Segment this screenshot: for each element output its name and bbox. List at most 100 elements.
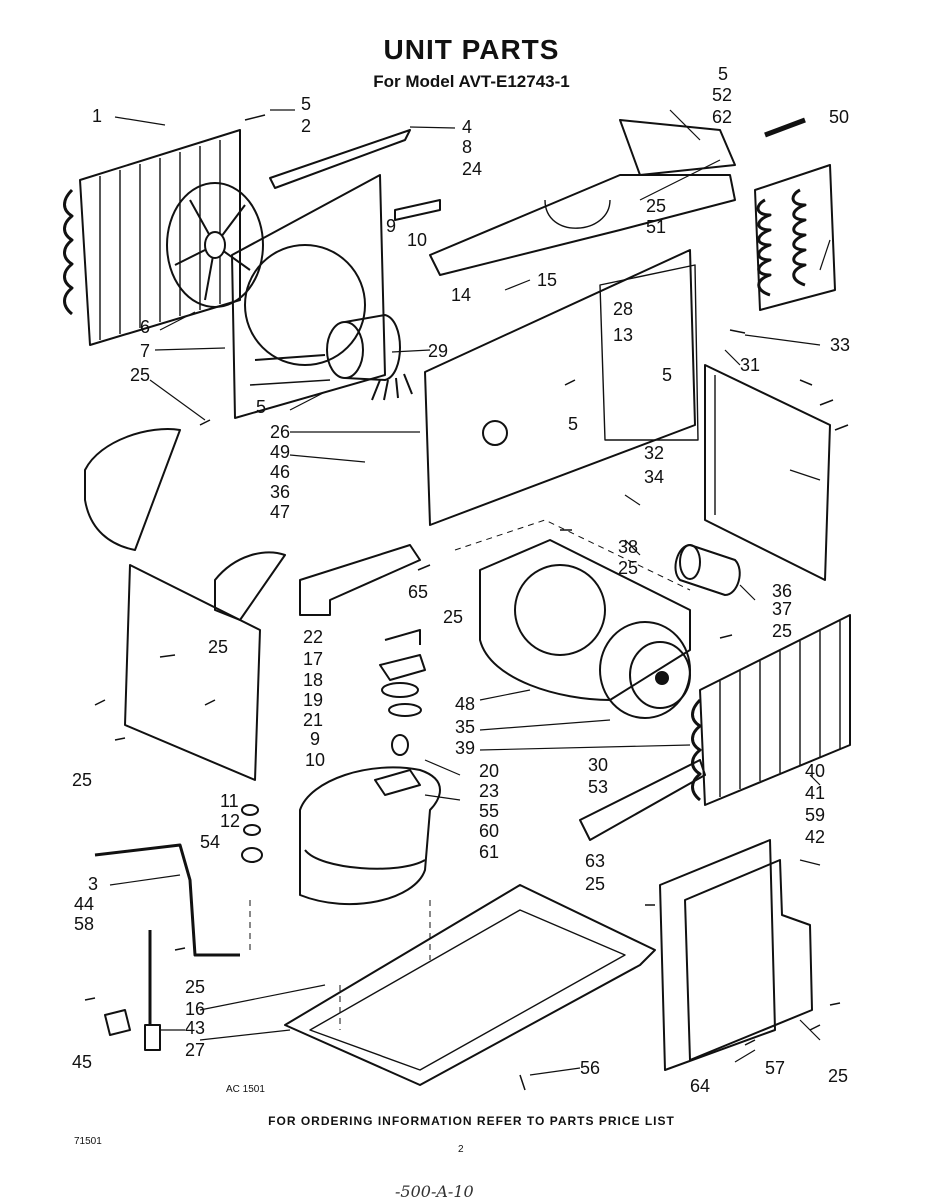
callout-label: 8: [462, 137, 472, 157]
callout-label: 5: [256, 397, 266, 417]
compressor: [299, 766, 441, 906]
callout-label: 30: [588, 755, 608, 775]
callout-label: 15: [537, 270, 557, 290]
callout-label: 26: [270, 422, 290, 442]
callout-label: 25: [72, 770, 92, 790]
callout-label: 41: [805, 783, 825, 803]
callout-label: 54: [200, 832, 220, 852]
callout-label: 65: [408, 582, 428, 602]
callout-label: 12: [220, 811, 240, 831]
callout-label: 17: [303, 649, 323, 669]
upper-shroud: [619, 119, 736, 176]
callout-label: 64: [690, 1076, 710, 1096]
callout-label: 29: [428, 341, 448, 361]
callout-label: 35: [455, 717, 475, 737]
drain-pan: [579, 759, 706, 841]
callout-label: 25: [646, 196, 666, 216]
callout-label: 44: [74, 894, 94, 914]
callout-label: 13: [613, 325, 633, 345]
callout-label: 19: [303, 690, 323, 710]
callout-label: 24: [462, 159, 482, 179]
callout-label: 34: [644, 467, 664, 487]
callout-label: 6: [140, 317, 150, 337]
callout-label: 5: [718, 64, 728, 84]
mounting-hardware-stack: [241, 629, 426, 863]
right-side-panel: [704, 364, 831, 581]
callout-label: 33: [830, 335, 850, 355]
callout-label: 56: [580, 1058, 600, 1078]
heater-element: [754, 164, 836, 311]
callout-label: 25: [443, 607, 463, 627]
callout-label: 9: [386, 216, 396, 236]
top-bracket: [269, 129, 411, 189]
left-side-panel: [124, 564, 261, 781]
callout-label: 5: [568, 414, 578, 434]
callout-label: 52: [712, 85, 732, 105]
callout-label: 25: [772, 621, 792, 641]
drawing-code: AC 1501: [226, 1084, 265, 1095]
callout-label: 11: [220, 791, 239, 811]
callout-label: 51: [646, 217, 666, 237]
callout-label: 45: [72, 1052, 92, 1072]
callout-label: 48: [455, 694, 475, 714]
callout-label: 5: [301, 94, 311, 114]
capacitor: [674, 544, 741, 596]
blower-wheel: [599, 621, 691, 719]
page-title: UNIT PARTS: [383, 34, 560, 65]
callout-label: 42: [805, 827, 825, 847]
callout-label: 10: [407, 230, 427, 250]
callout-label: 53: [588, 777, 608, 797]
callout-label: 25: [585, 874, 605, 894]
callout-label: 20: [479, 761, 499, 781]
center-divider-panel: [424, 249, 699, 526]
callout-label: 7: [140, 341, 150, 361]
fan-motor: [254, 314, 413, 401]
callout-label: 55: [479, 801, 499, 821]
callout-label: 43: [185, 1018, 205, 1038]
callout-label: 25: [828, 1066, 848, 1086]
callout-labels: 5 52 62 50 1 5 2 4 8 24 25 51 9 10 15 14…: [72, 64, 850, 1096]
small-bracket: [394, 199, 441, 221]
callout-label: 39: [455, 738, 475, 758]
callout-label: 2: [301, 116, 311, 136]
fan-blade: [166, 182, 264, 308]
callout-label: 37: [772, 599, 792, 619]
capillary-tube: [94, 843, 240, 957]
air-deflector: [84, 428, 181, 551]
callout-label: 36: [772, 581, 792, 601]
callout-label: 21: [303, 710, 323, 730]
callout-label: 46: [270, 462, 290, 482]
callout-label: 58: [74, 914, 94, 934]
air-deflector-right: [214, 551, 286, 621]
upper-channel: [429, 174, 736, 276]
callout-label: 49: [270, 442, 290, 462]
air-filter: [659, 839, 813, 1071]
callout-label: 9: [310, 729, 320, 749]
callout-label: 25: [208, 637, 228, 657]
blower-housing: [479, 539, 691, 701]
base-pan: [284, 884, 656, 1086]
callout-label: 3: [88, 874, 98, 894]
callout-label: 25: [185, 977, 205, 997]
callout-label: 31: [740, 355, 760, 375]
document-number: 71501: [74, 1136, 102, 1147]
callout-label: 63: [585, 851, 605, 871]
callout-label: 25: [130, 365, 150, 385]
callout-label: 14: [451, 285, 471, 305]
callout-label: 59: [805, 805, 825, 825]
evaporator-coil: [691, 614, 851, 806]
callout-label: 28: [613, 299, 633, 319]
callout-label: 10: [305, 750, 325, 770]
callout-label: 23: [479, 781, 499, 801]
assembly-guide-lines: [249, 519, 691, 1030]
handwritten-note: -500-A-10: [395, 1182, 474, 1201]
callout-label: 62: [712, 107, 732, 127]
callout-label: 32: [644, 443, 664, 463]
callout-label: 5: [662, 365, 672, 385]
ordering-notice: FOR ORDERING INFORMATION REFER TO PARTS …: [268, 1114, 675, 1128]
model-subtitle: For Model AVT-E12743-1: [373, 72, 570, 91]
callout-label: 57: [765, 1058, 785, 1078]
callout-label: 1: [92, 106, 102, 126]
callout-label: 22: [303, 627, 323, 647]
